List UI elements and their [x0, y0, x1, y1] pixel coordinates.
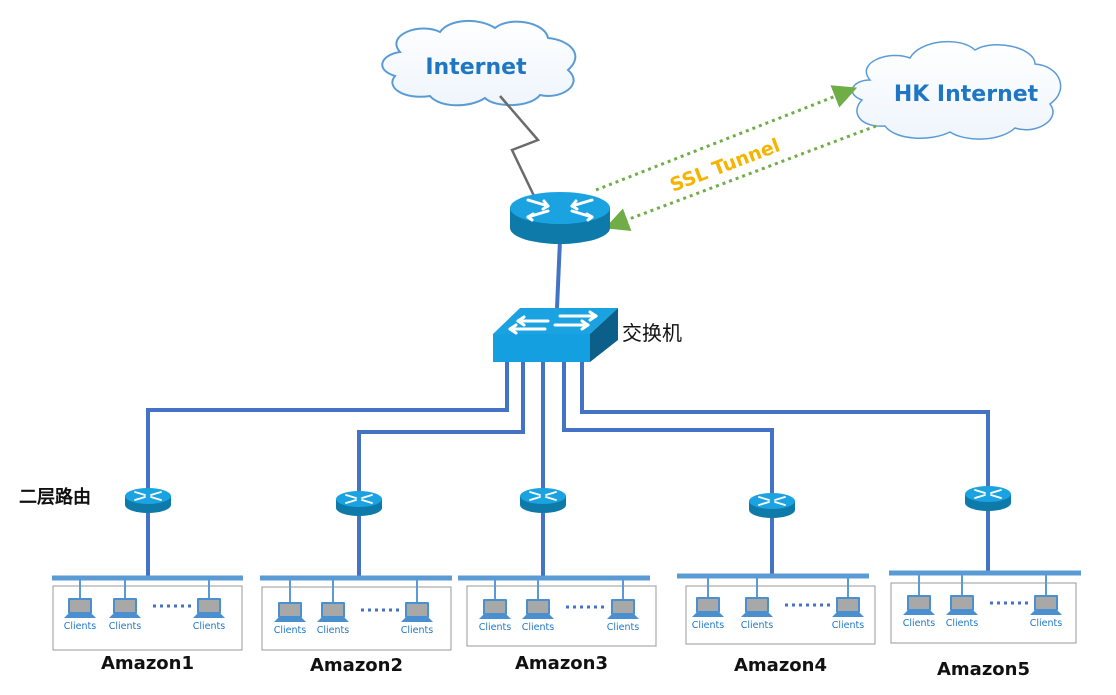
layer2-router[interactable] [965, 486, 1011, 511]
wan-link [499, 95, 541, 199]
laptop-icon [741, 597, 773, 617]
router-arrows-icon [758, 496, 786, 506]
client-label: Clients [401, 625, 434, 636]
laptop-icon [193, 598, 225, 618]
switch-arrows-icon [508, 310, 598, 335]
group-label: Amazon1 [101, 653, 194, 674]
client-laptop[interactable]: Clients [741, 576, 774, 631]
router-arrows-icon [134, 491, 162, 501]
router-switch-link [555, 239, 562, 309]
internet-label: Internet [425, 55, 527, 80]
client-label: Clients [479, 622, 512, 633]
client-label: Clients [741, 620, 774, 631]
laptop-icon [109, 598, 141, 618]
layer2-router[interactable] [336, 491, 382, 516]
laptop-icon [401, 602, 433, 622]
cloud-shape [381, 19, 577, 107]
client-label: Clients [193, 621, 226, 632]
router-arrows-icon [529, 491, 557, 501]
hk-internet-cloud: HK Internet [851, 40, 1062, 140]
router-arrows-icon [345, 494, 373, 504]
client-group-box [685, 585, 876, 645]
client-laptop[interactable]: Clients [317, 578, 350, 636]
hk-internet-label: HK Internet [894, 82, 1039, 107]
group-label: Amazon2 [310, 655, 403, 676]
layer2-router[interactable] [749, 493, 795, 518]
link-amazon1 [146, 362, 509, 490]
client-laptop[interactable]: Clients [479, 578, 512, 633]
client-label: Clients [946, 618, 979, 629]
client-laptop[interactable]: Clients [109, 578, 142, 632]
client-label: Clients [903, 618, 936, 629]
client-laptop[interactable]: Clients [1030, 573, 1063, 629]
client-group-box [52, 585, 243, 651]
ssl-tunnel-in-arrow [604, 124, 877, 231]
laptop-icon [607, 599, 639, 619]
core-switch[interactable] [493, 308, 618, 362]
group-label: Amazon5 [937, 659, 1030, 680]
layer2-router[interactable] [520, 488, 566, 513]
client-label: Clients [522, 622, 555, 633]
group-label: Amazon4 [734, 655, 827, 676]
ssl-tunnel-label: SSL Tunnel [667, 135, 783, 197]
layer2-router-label: 二层路由 [19, 486, 91, 508]
client-group-box [261, 586, 452, 651]
laptop-icon [317, 602, 349, 622]
switch-label: 交换机 [622, 321, 682, 345]
client-label: Clients [317, 625, 350, 636]
laptop-icon [522, 599, 554, 619]
laptop-icon [1030, 595, 1062, 615]
laptop-icon [692, 597, 724, 617]
router-arrows-icon [974, 489, 1002, 499]
laptop-icon [832, 597, 864, 617]
laptop-icon [903, 595, 935, 615]
link-amazon2 [357, 362, 525, 492]
link-amazon5 [580, 362, 990, 488]
client-laptop[interactable]: Clients [903, 573, 936, 629]
client-laptop[interactable]: Clients [832, 576, 865, 631]
router-arrows-icon [526, 198, 594, 222]
client-laptop[interactable]: Clients [64, 578, 97, 632]
client-label: Clients [832, 620, 865, 631]
internet-cloud: Internet [381, 19, 577, 107]
core-router[interactable] [510, 192, 610, 244]
cloud-shape [851, 40, 1062, 140]
laptop-icon [64, 598, 96, 618]
client-label: Clients [692, 620, 725, 631]
client-laptop[interactable]: Clients [193, 578, 226, 632]
laptop-icon [946, 595, 978, 615]
laptop-icon [479, 599, 511, 619]
ssl-tunnel-out-arrow [595, 85, 858, 192]
distribution-links [146, 362, 990, 494]
client-label: Clients [1030, 618, 1063, 629]
client-label: Clients [274, 625, 307, 636]
client-label: Clients [64, 621, 97, 632]
client-laptop[interactable]: Clients [946, 573, 979, 629]
client-group-box [466, 585, 657, 647]
group-label: Amazon3 [515, 653, 608, 674]
client-label: Clients [607, 622, 640, 633]
client-laptop[interactable]: Clients [607, 578, 640, 633]
client-laptop[interactable]: Clients [274, 578, 307, 636]
client-laptop[interactable]: Clients [522, 578, 555, 633]
link-amazon4 [562, 362, 774, 494]
client-laptop[interactable]: Clients [692, 576, 725, 631]
client-group-box [890, 582, 1077, 644]
client-laptop[interactable]: Clients [401, 578, 434, 636]
layer2-router[interactable] [125, 488, 171, 513]
laptop-icon [274, 602, 306, 622]
client-label: Clients [109, 621, 142, 632]
